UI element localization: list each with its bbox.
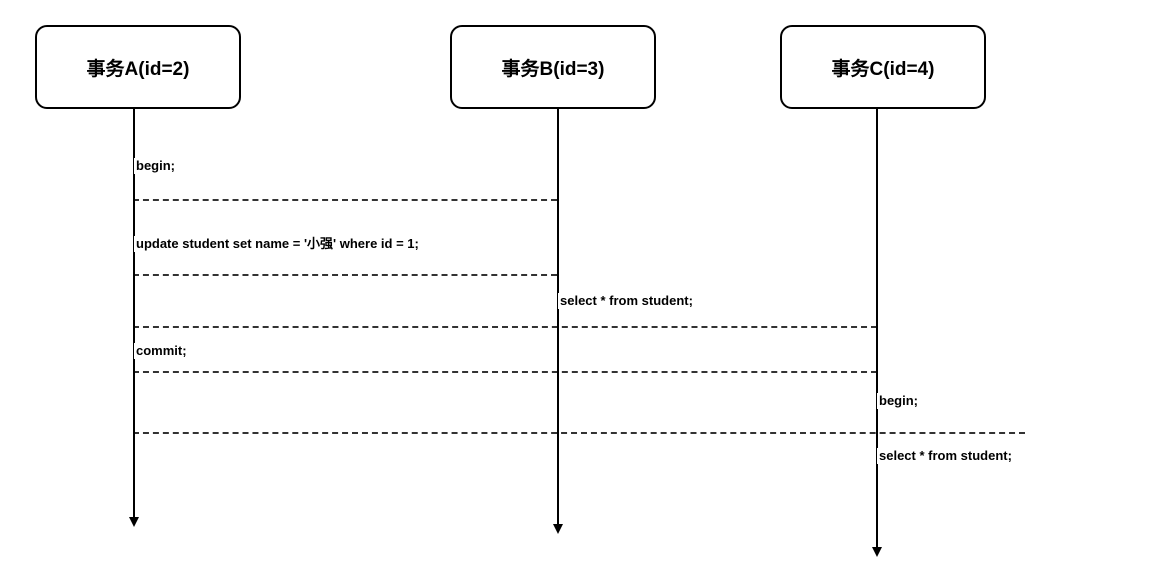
- time-separator: [133, 274, 557, 276]
- event-label-select-c: select * from student;: [877, 448, 1014, 464]
- arrow-down-icon: [129, 517, 139, 527]
- event-label-begin-a: begin;: [134, 158, 177, 174]
- actor-box-transaction-b: 事务B(id=3): [450, 25, 656, 109]
- time-separator: [133, 199, 557, 201]
- actor-box-transaction-a: 事务A(id=2): [35, 25, 241, 109]
- time-separator: [133, 432, 1025, 434]
- time-separator: [133, 371, 877, 373]
- arrow-down-icon: [872, 547, 882, 557]
- time-separator: [133, 326, 877, 328]
- lifeline-transaction-b: [557, 109, 559, 526]
- lifeline-transaction-a: [133, 109, 135, 519]
- event-label-update-a: update student set name = '小强' where id …: [134, 236, 421, 252]
- arrow-down-icon: [553, 524, 563, 534]
- actor-box-transaction-c: 事务C(id=4): [780, 25, 986, 109]
- event-label-begin-c: begin;: [877, 393, 920, 409]
- lifeline-transaction-c: [876, 109, 878, 549]
- event-label-select-b: select * from student;: [558, 293, 695, 309]
- event-label-commit-a: commit;: [134, 343, 189, 359]
